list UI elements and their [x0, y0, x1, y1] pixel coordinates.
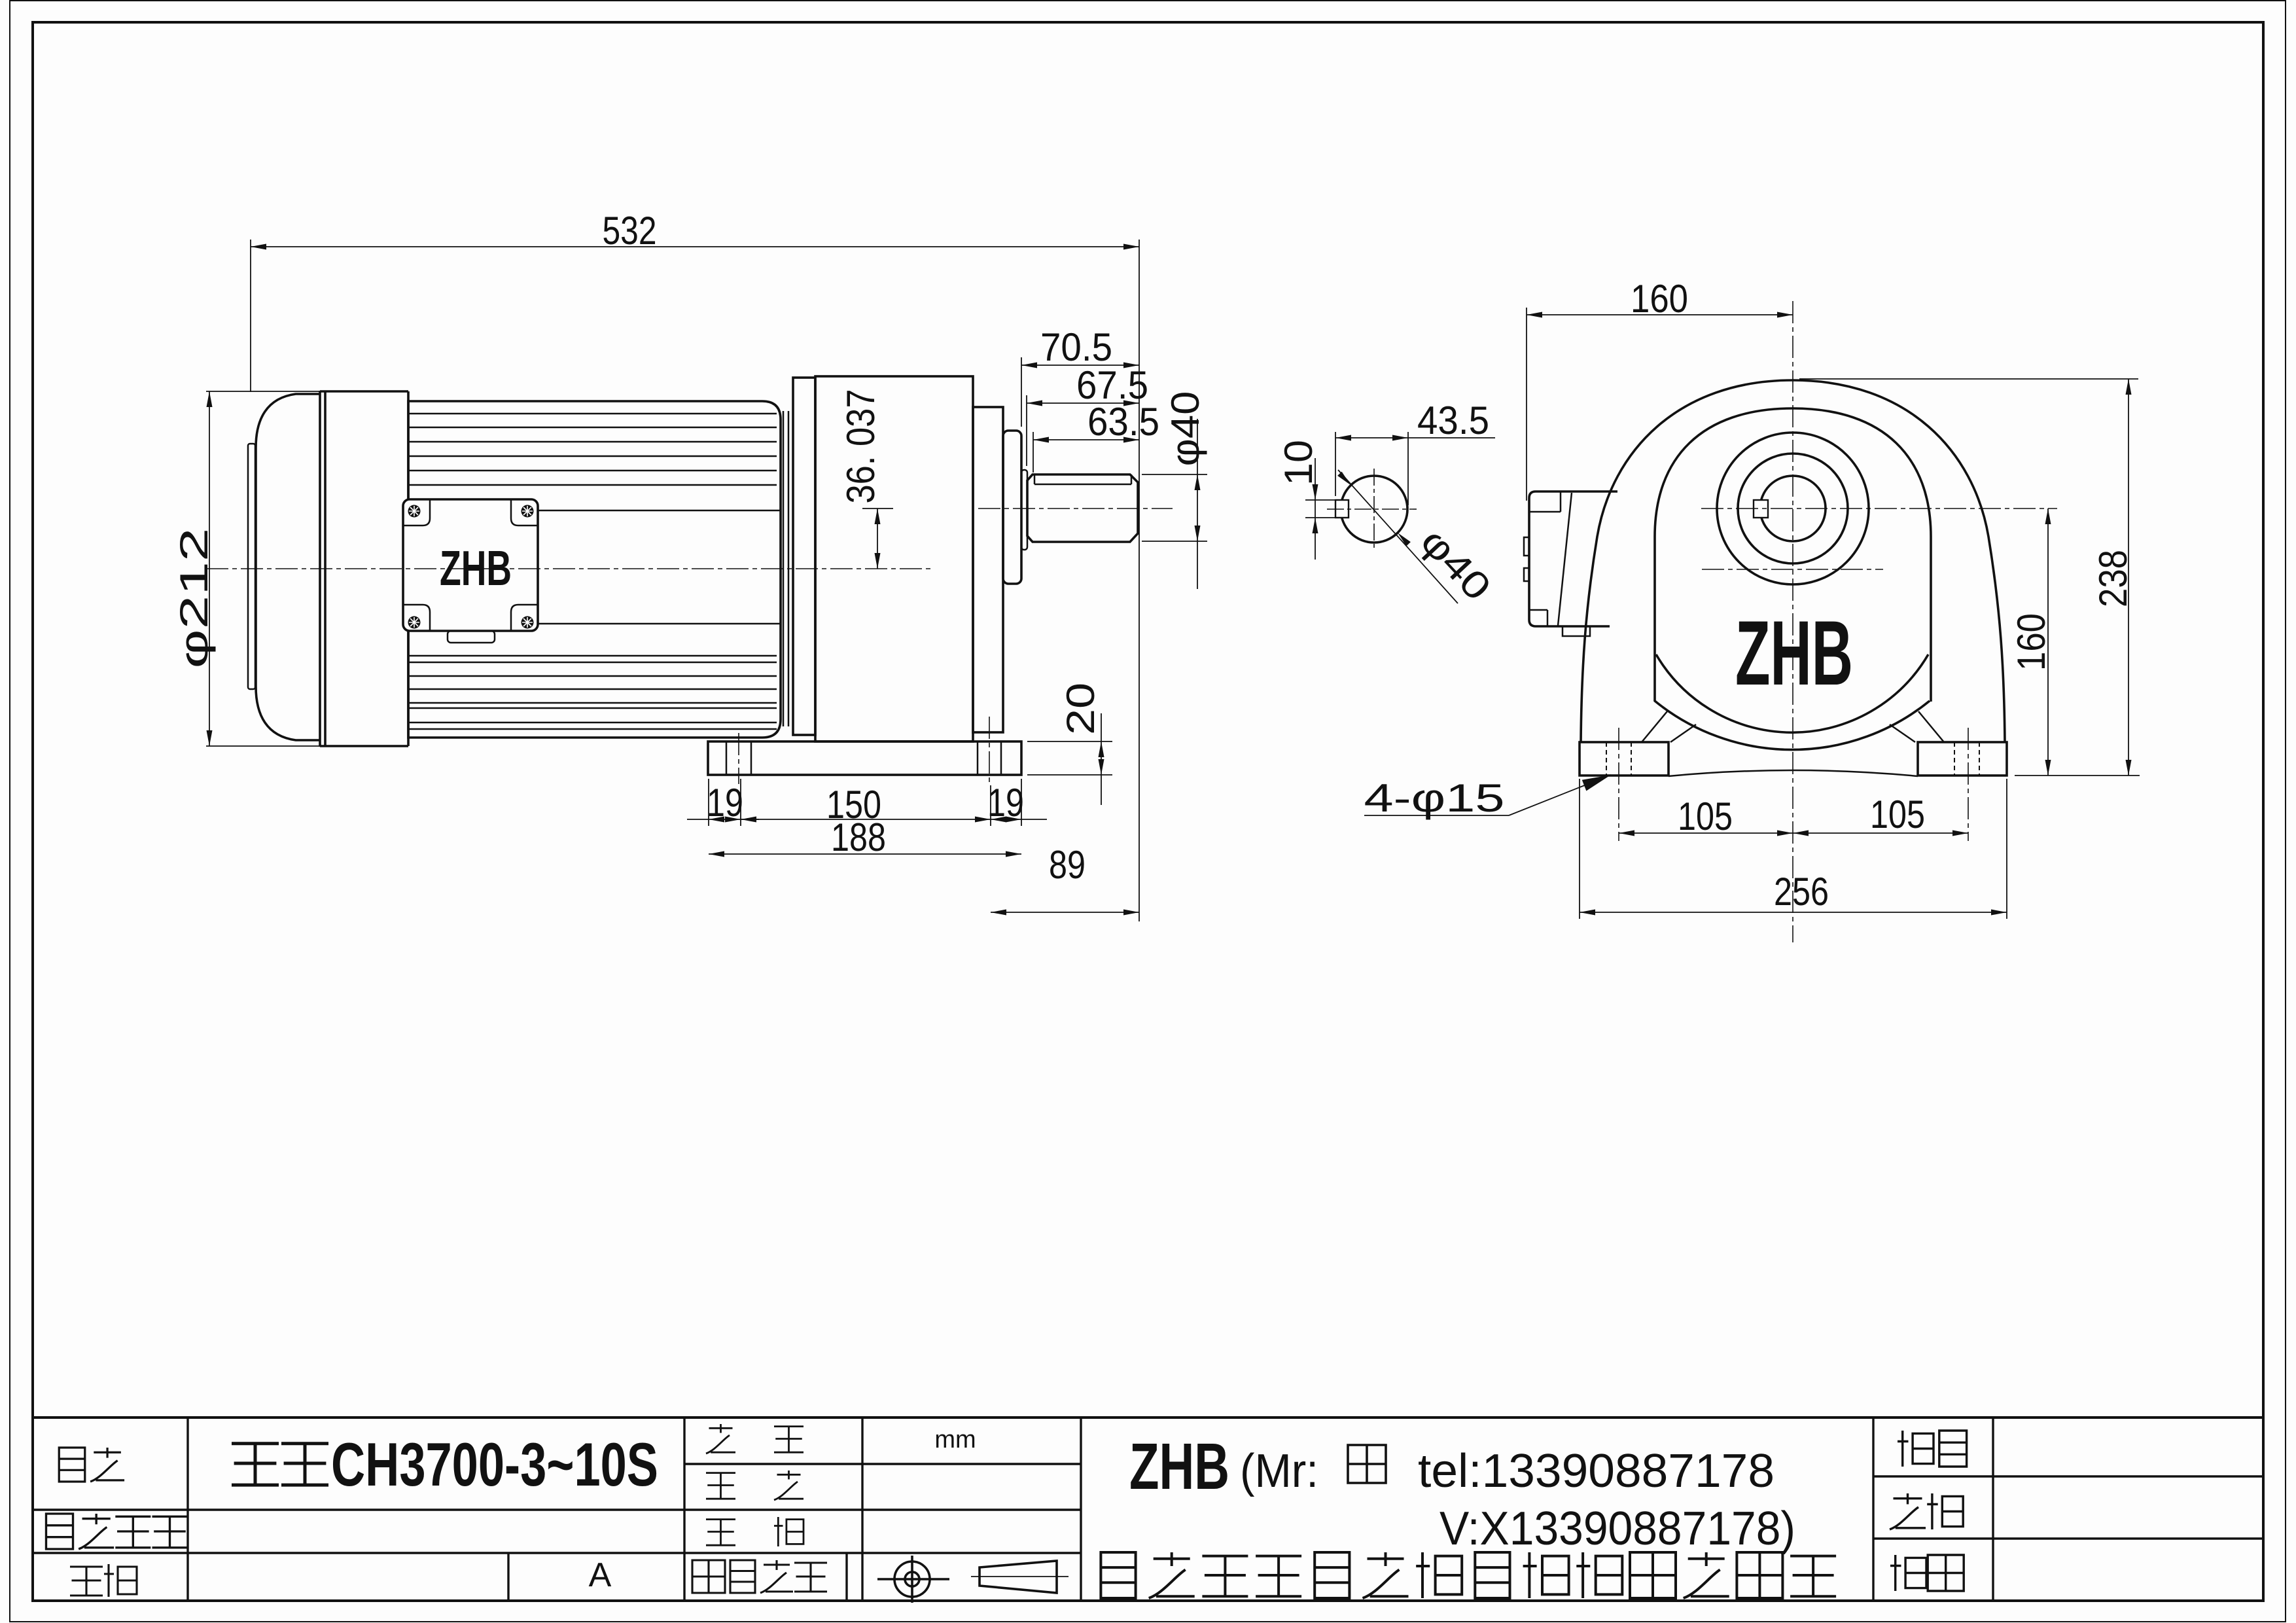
svg-text:ZHB: ZHB — [1735, 601, 1853, 704]
svg-text:10: 10 — [1277, 440, 1320, 486]
svg-text:φ40: φ40 — [1163, 391, 1207, 467]
svg-text:67.5: 67.5 — [1076, 363, 1148, 407]
svg-text:(Mr:: (Mr: — [1240, 1445, 1318, 1497]
svg-text:238: 238 — [2091, 550, 2135, 607]
svg-text:188: 188 — [831, 815, 886, 859]
svg-text:105: 105 — [1870, 793, 1925, 836]
svg-text:70.5: 70.5 — [1040, 325, 1112, 369]
svg-text:4-φ15: 4-φ15 — [1364, 776, 1505, 820]
svg-text:256: 256 — [1774, 870, 1829, 914]
svg-text:V:X13390887178): V:X13390887178) — [1439, 1503, 1795, 1555]
svg-text:105: 105 — [1678, 794, 1733, 838]
svg-text:ZHB: ZHB — [1129, 1430, 1229, 1503]
svg-text:tel:13390887178: tel:13390887178 — [1418, 1445, 1775, 1497]
svg-text:532: 532 — [603, 209, 657, 253]
svg-text:36. 037: 36. 037 — [839, 389, 883, 504]
svg-text:160: 160 — [2009, 613, 2053, 671]
svg-text:150: 150 — [826, 783, 881, 827]
svg-text:mm: mm — [934, 1426, 976, 1454]
svg-text:φ212: φ212 — [172, 528, 216, 669]
svg-text:63.5: 63.5 — [1087, 400, 1159, 444]
svg-text:19: 19 — [987, 781, 1024, 825]
svg-text:160: 160 — [1631, 277, 1688, 321]
svg-text:ZHB: ZHB — [440, 541, 512, 596]
svg-text:A: A — [589, 1556, 612, 1594]
svg-text:19: 19 — [707, 781, 743, 825]
svg-text:89: 89 — [1049, 843, 1086, 887]
svg-text:CH3700-3~10S: CH3700-3~10S — [331, 1430, 658, 1499]
svg-text:20: 20 — [1059, 683, 1103, 735]
svg-text:43.5: 43.5 — [1417, 399, 1489, 442]
